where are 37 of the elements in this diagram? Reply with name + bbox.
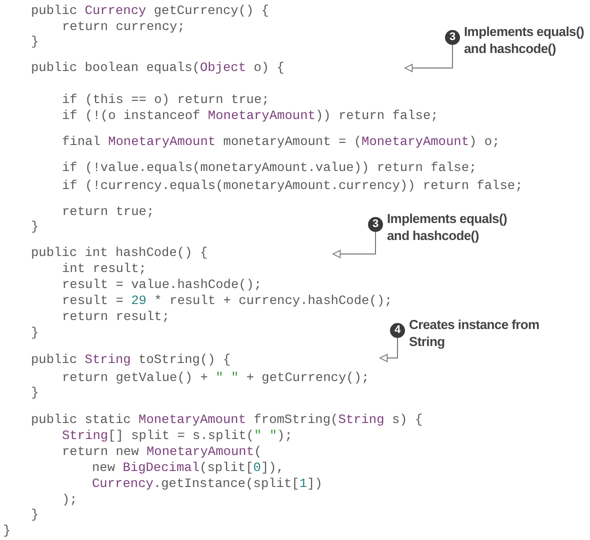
callout-text: Implements equals() and hashcode() bbox=[387, 210, 508, 244]
code-line: return currency; bbox=[62, 19, 185, 34]
callout-number: 3 bbox=[445, 30, 460, 45]
code-line: public int hashCode() { bbox=[31, 245, 208, 260]
leader-line bbox=[404, 44, 453, 72]
code-line: if (!currency.equals(monetaryAmount.currency)) return false; bbox=[62, 178, 523, 193]
callout-text: Creates instance from String bbox=[409, 316, 540, 350]
callout-text: Implements equals() and hashcode() bbox=[464, 23, 585, 57]
code-line: public boolean equals(Object o) { bbox=[31, 60, 284, 75]
callout-number: 4 bbox=[390, 323, 405, 338]
leader-line bbox=[332, 232, 376, 258]
leader-line bbox=[380, 338, 398, 362]
code-line: return true; bbox=[62, 204, 154, 219]
code-line: return result; bbox=[62, 309, 170, 324]
code-line: } bbox=[31, 219, 39, 234]
code-line: if (this == o) return true; bbox=[62, 92, 270, 107]
code-line: if (!value.equals(monetaryAmount.value)) return false; bbox=[62, 160, 477, 175]
code-line: } bbox=[3, 523, 11, 538]
code-line: public Currency getCurrency() { bbox=[31, 3, 270, 18]
code-line: String[] split = s.split(" "); bbox=[62, 428, 292, 443]
code-line: } bbox=[31, 385, 39, 400]
code-line: } bbox=[31, 507, 39, 522]
code-line: ); bbox=[62, 492, 78, 507]
code-line: public static MonetaryAmount fromString(String s) { bbox=[31, 412, 423, 427]
code-line: result = 29 * result + currency.hashCode(); bbox=[62, 293, 392, 308]
code-line: if (!(o instanceof MonetaryAmount)) return false; bbox=[62, 108, 438, 123]
code-line: final MonetaryAmount monetaryAmount = (MonetaryAmount) o; bbox=[62, 134, 500, 149]
code-line: return new MonetaryAmount( bbox=[62, 444, 262, 459]
code-line: new BigDecimal(split[0]), bbox=[92, 460, 284, 475]
code-line: } bbox=[31, 325, 39, 340]
code-line: result = value.hashCode(); bbox=[62, 277, 262, 292]
callout-number: 3 bbox=[368, 217, 383, 232]
code-line: } bbox=[31, 34, 39, 49]
code-line: int result; bbox=[62, 261, 146, 276]
code-line: Currency.getInstance(split[1]) bbox=[92, 476, 322, 491]
code-line: return getValue() + " " + getCurrency(); bbox=[62, 370, 370, 385]
code-line: public String toString() { bbox=[31, 352, 231, 367]
